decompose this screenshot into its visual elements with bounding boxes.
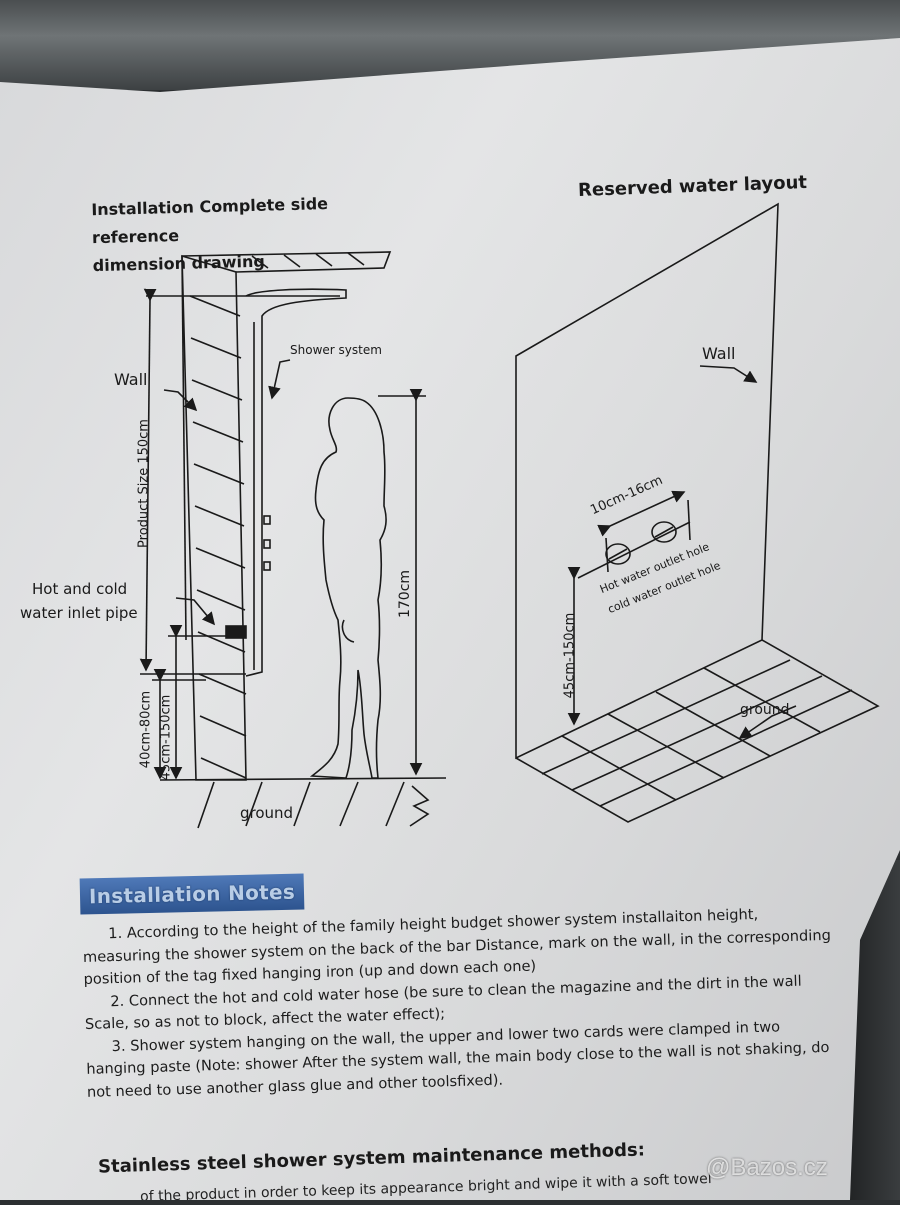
watermark: @Bazos.cz (706, 1154, 828, 1181)
product-size-label: Product Size 150cm (136, 419, 152, 548)
installation-notes-badge: Installation Notes (79, 873, 305, 915)
height-170-label: 170cm (397, 569, 413, 619)
inlet-pipe-label-line1: Hot and cold (32, 580, 128, 598)
ground-label-left: ground (240, 804, 294, 822)
outlet-holes (577, 490, 691, 579)
ground-label-right: ground (740, 702, 790, 718)
installation-notes-heading: Installation Notes (88, 879, 296, 909)
installation-diagrams (139, 202, 880, 829)
person-silhouette (309, 397, 387, 779)
wall-section-drawing (181, 251, 392, 781)
reserved-height-label: 45cm-150cm (562, 612, 578, 699)
wall-label-right: Wall (702, 344, 736, 363)
wall-label: Wall (114, 370, 148, 389)
maintenance-heading: Stainless steel shower system maintenanc… (97, 1139, 646, 1178)
ground-drawing (159, 777, 447, 829)
shower-system-label: Shower system (290, 343, 382, 357)
shower-panel-drawing (225, 288, 347, 677)
reserved-wall-drawing (515, 202, 880, 823)
height-45-150-label: 45cm-150cm (158, 694, 174, 781)
installation-notes-list: 1. According to the height of the family… (82, 902, 837, 1104)
height-40-80-label: 40cm-80cm (138, 690, 154, 769)
inlet-pipe-label-line2: water inlet pipe (20, 604, 138, 622)
